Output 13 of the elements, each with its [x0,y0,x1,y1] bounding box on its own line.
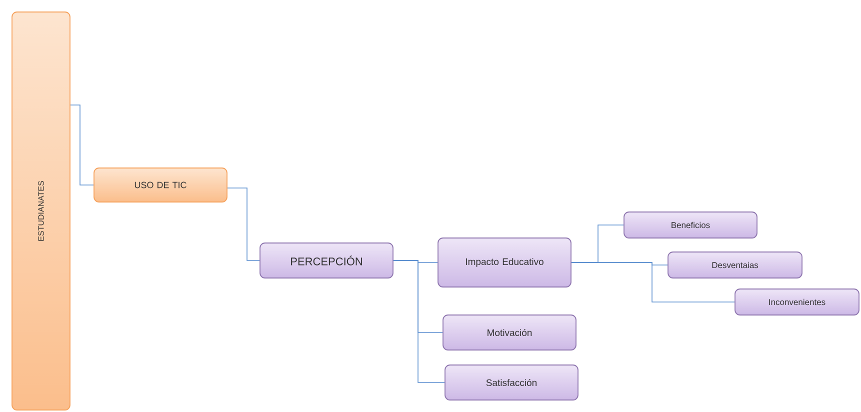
rounded-box: Motivación [442,314,576,350]
rounded-box: Desventaias [668,252,802,278]
connector-line [393,260,445,383]
rounded-box: USO DE TIC [94,168,228,202]
connector-line [70,104,94,186]
vertical-box: ESTUDIANATES [12,12,70,410]
rounded-box: Satisfacción [444,364,578,400]
rounded-box: Impacto Educativo [438,238,572,288]
rounded-box: Beneficios [624,212,758,238]
connector-line [227,188,260,261]
connector-line [571,262,735,302]
rounded-box: Inconvenientes [734,288,860,316]
rounded-box: PERCEPCIÓN [260,242,394,278]
